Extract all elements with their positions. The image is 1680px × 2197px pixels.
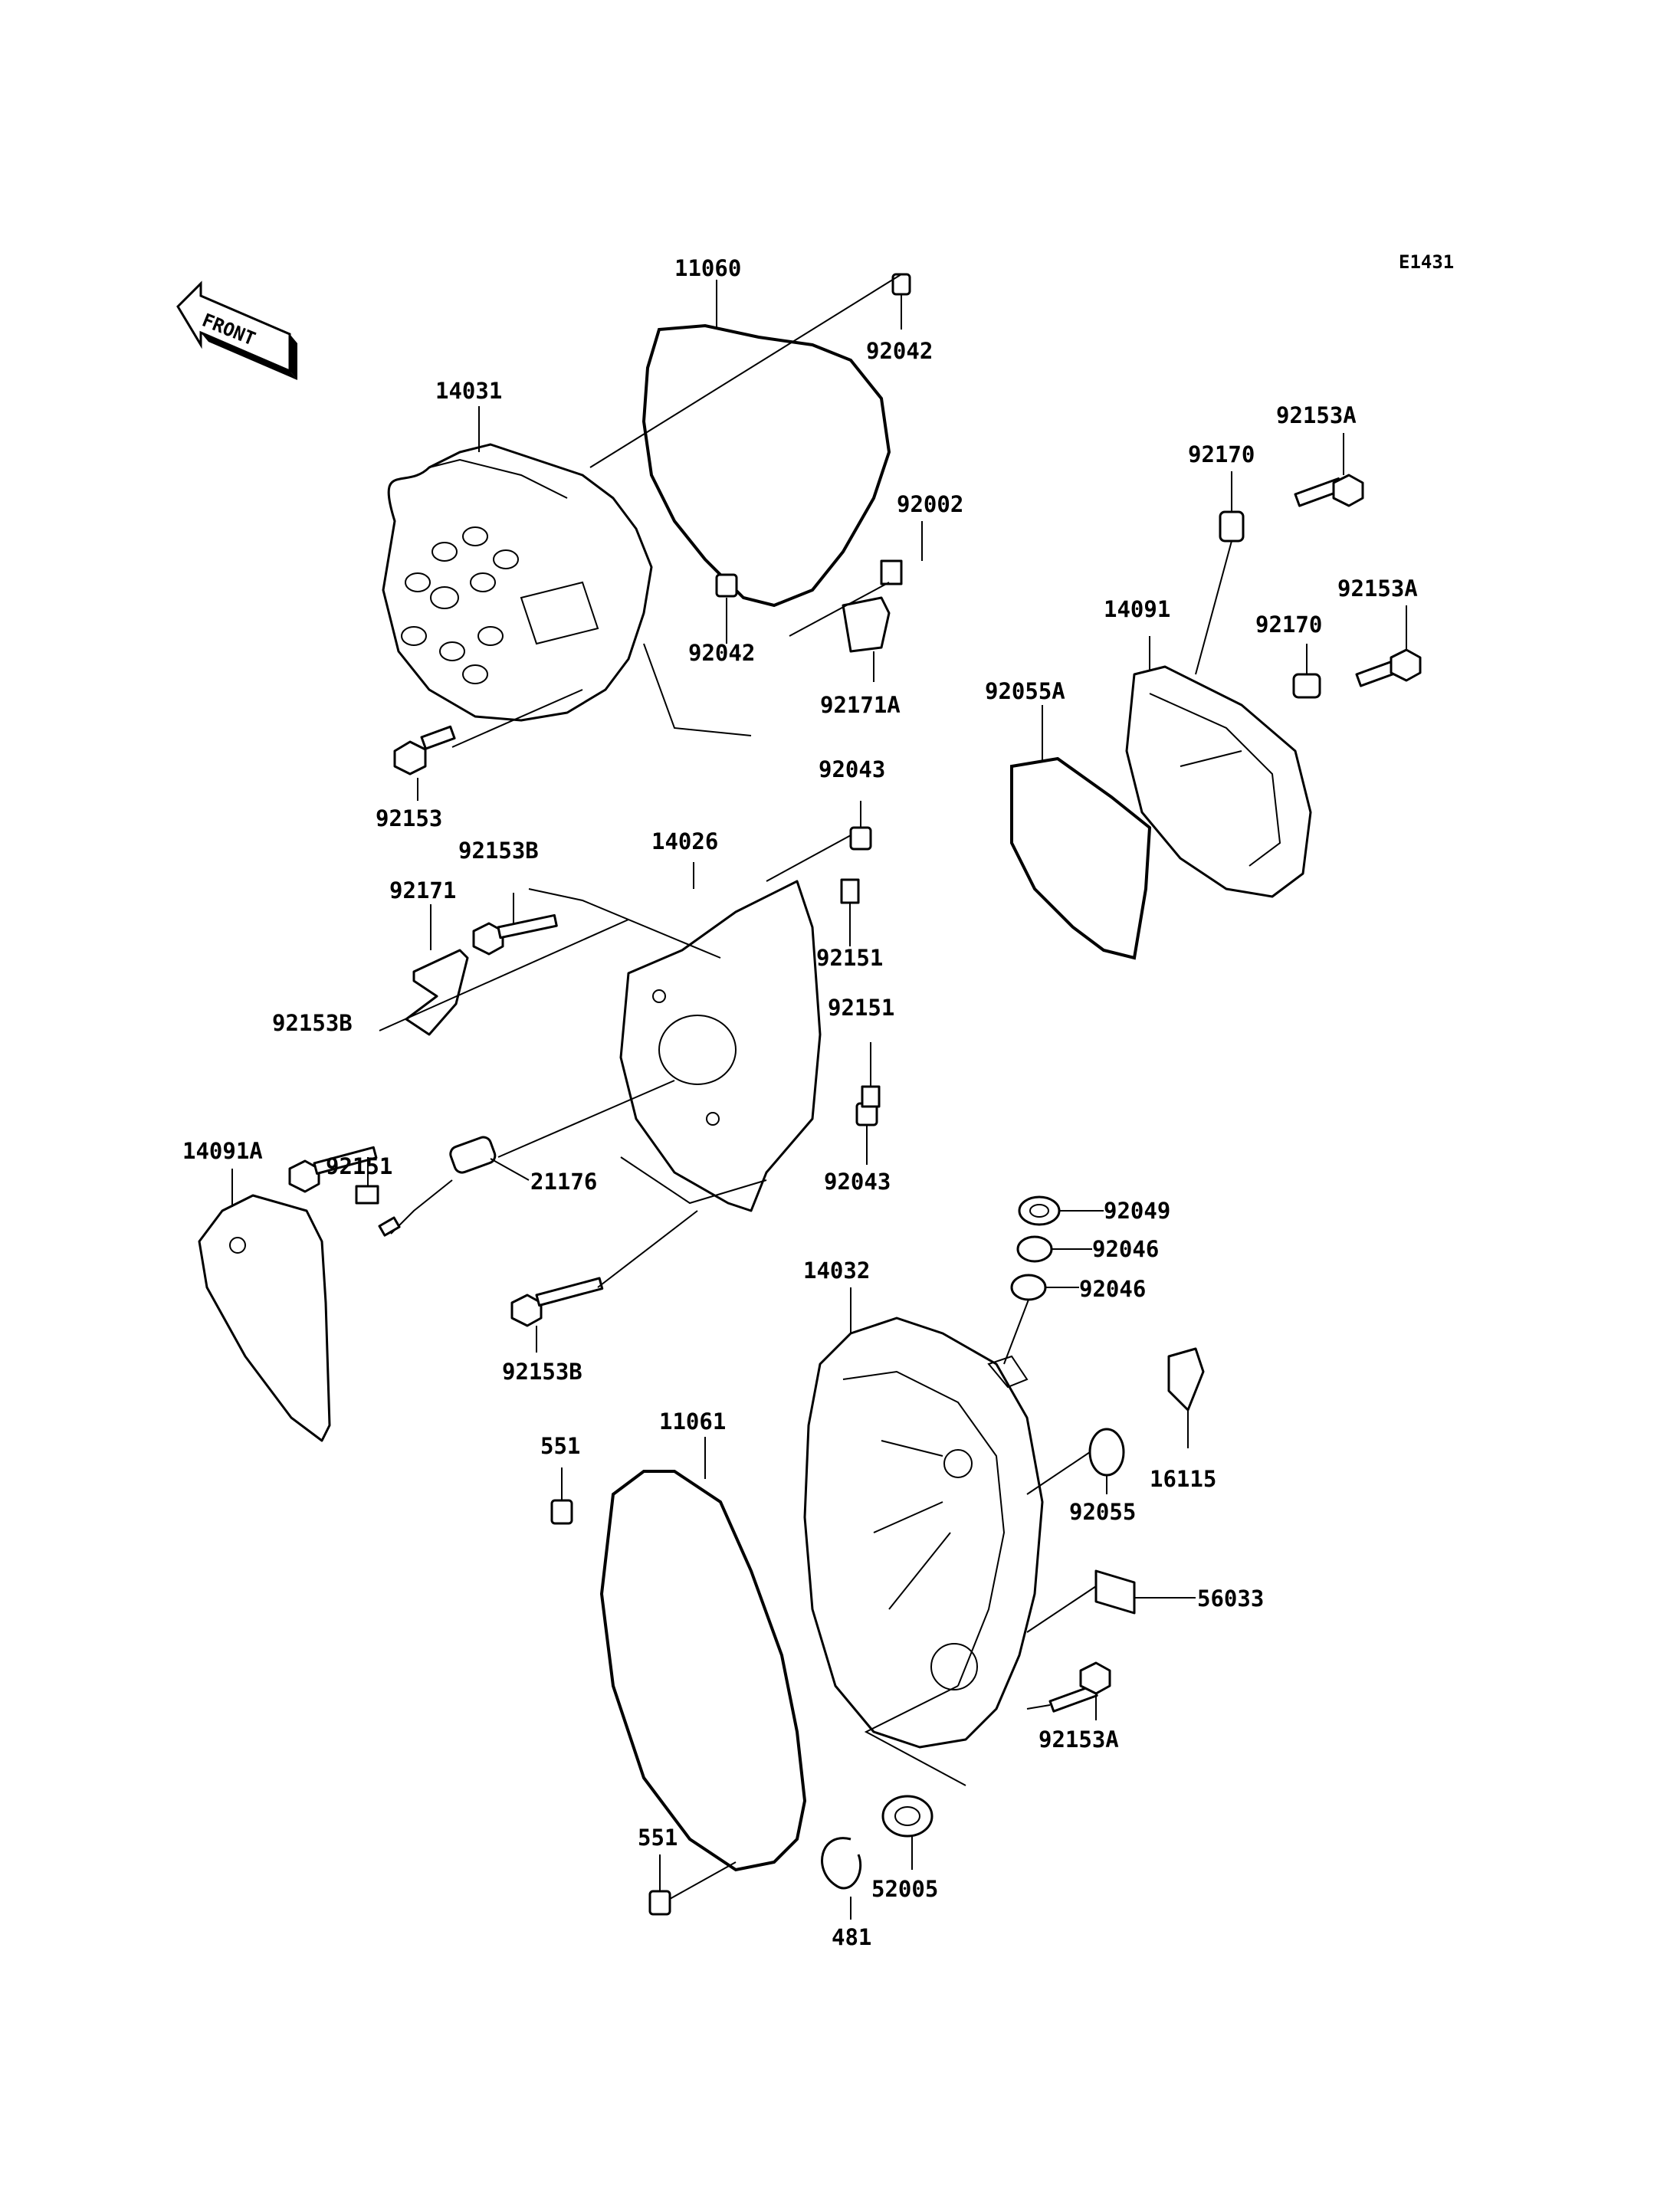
- label-92153B-top: 92153B: [458, 838, 539, 864]
- alternator-cover-14031: [382, 443, 653, 722]
- part-labels: 11060 92042 14031 92002 92042 92171A 921…: [182, 255, 1418, 1950]
- circlip-481: [821, 1837, 862, 1890]
- reference-code: E1431: [1399, 251, 1454, 273]
- label-56033: 56033: [1197, 1585, 1264, 1612]
- label-92151-c: 92151: [326, 1153, 392, 1179]
- bolt-92153A-mid: [1355, 648, 1422, 687]
- label-92046-a: 92046: [1092, 1236, 1159, 1262]
- label-56033: [1094, 1569, 1136, 1615]
- label-92055A: 92055A: [985, 678, 1065, 704]
- label-92153A-bot: 92153A: [1039, 1726, 1119, 1753]
- dowel-551-top: [550, 1499, 573, 1525]
- bolt-92153B-top: [472, 913, 558, 956]
- bolt-92151-b: [861, 1085, 881, 1108]
- label-14032: 14032: [803, 1258, 870, 1284]
- label-14091A: 14091A: [182, 1138, 263, 1164]
- label-92046-b: 92046: [1079, 1276, 1146, 1302]
- label-16115: 16115: [1150, 1466, 1216, 1492]
- bearing-92046-b: [1010, 1274, 1047, 1301]
- sensor-21176: [378, 1136, 497, 1237]
- bolt-92151-a: [840, 878, 860, 904]
- bolt-92153A-bot: [1048, 1661, 1111, 1713]
- cover-14091: [1125, 665, 1312, 898]
- label-92153A-mid: 92153A: [1337, 575, 1418, 602]
- clamp-92171A: [842, 596, 891, 653]
- gasket-92055A: [1010, 756, 1152, 960]
- label-92042-top: 92042: [866, 338, 933, 364]
- label-92055: 92055: [1069, 1499, 1136, 1525]
- label-92153B-bot: 92153B: [502, 1359, 582, 1385]
- label-92153A-top: 92153A: [1276, 402, 1357, 428]
- bolt-92151-c: [355, 1185, 379, 1205]
- clamp-92170-mid: [1292, 673, 1321, 699]
- bracket-92171: [405, 949, 469, 1036]
- oring-92055: [1088, 1428, 1125, 1477]
- seal-92049: [1018, 1195, 1061, 1226]
- label-551-bot: 551: [638, 1825, 678, 1851]
- label-92049: 92049: [1104, 1198, 1170, 1224]
- cover-vent-holes: [401, 526, 519, 684]
- label-14031: 14031: [435, 378, 502, 404]
- label-92170-top: 92170: [1188, 441, 1255, 467]
- label-92153: 92153: [376, 805, 442, 831]
- bolt-92153A-top: [1294, 474, 1364, 507]
- cover-plate-14091A: [198, 1194, 331, 1442]
- label-92002: 92002: [897, 491, 963, 517]
- label-92171: 92171: [389, 877, 456, 903]
- gasket-11060: [641, 323, 891, 608]
- bushing-52005: [881, 1795, 934, 1838]
- label-551-top: 551: [540, 1433, 580, 1459]
- leader-lines: [231, 274, 1407, 1920]
- bolt-92153: [393, 725, 456, 776]
- clamp-92170-top: [1219, 510, 1245, 543]
- front-arrow-icon: FRONT: [176, 280, 297, 380]
- bolt-92153B-mid: [288, 1146, 378, 1193]
- dowel-92042-mid: [715, 573, 738, 598]
- label-11061: 11061: [659, 1408, 726, 1435]
- label-92171A: 92171A: [820, 692, 901, 718]
- label-11060: 11060: [674, 255, 741, 281]
- label-92153B-mid: 92153B: [272, 1010, 353, 1036]
- label-92043-top: 92043: [819, 756, 885, 782]
- dowel-92043-top: [849, 826, 872, 851]
- label-52005: 52005: [871, 1876, 938, 1902]
- label-92151-b: 92151: [828, 995, 894, 1021]
- label-481: 481: [832, 1924, 871, 1950]
- label-92170-mid: 92170: [1255, 612, 1322, 638]
- label-14026: 14026: [651, 828, 718, 854]
- dowel-551-bot: [648, 1890, 671, 1916]
- label-14091: 14091: [1104, 596, 1170, 622]
- label-92151-a: 92151: [816, 945, 883, 971]
- label-92043-bot: 92043: [824, 1169, 891, 1195]
- screw-92002: [880, 559, 903, 585]
- bearing-92046-a: [1016, 1235, 1053, 1263]
- gasket-11061: [599, 1470, 807, 1872]
- label-92042-mid: 92042: [688, 640, 755, 666]
- label-21176: 21176: [530, 1169, 597, 1195]
- cap-16115: [1167, 1347, 1205, 1412]
- bolt-92153B-bot: [510, 1277, 604, 1327]
- pulser-cover-14026: [619, 880, 822, 1212]
- clutch-cover-14032: [803, 1317, 1044, 1749]
